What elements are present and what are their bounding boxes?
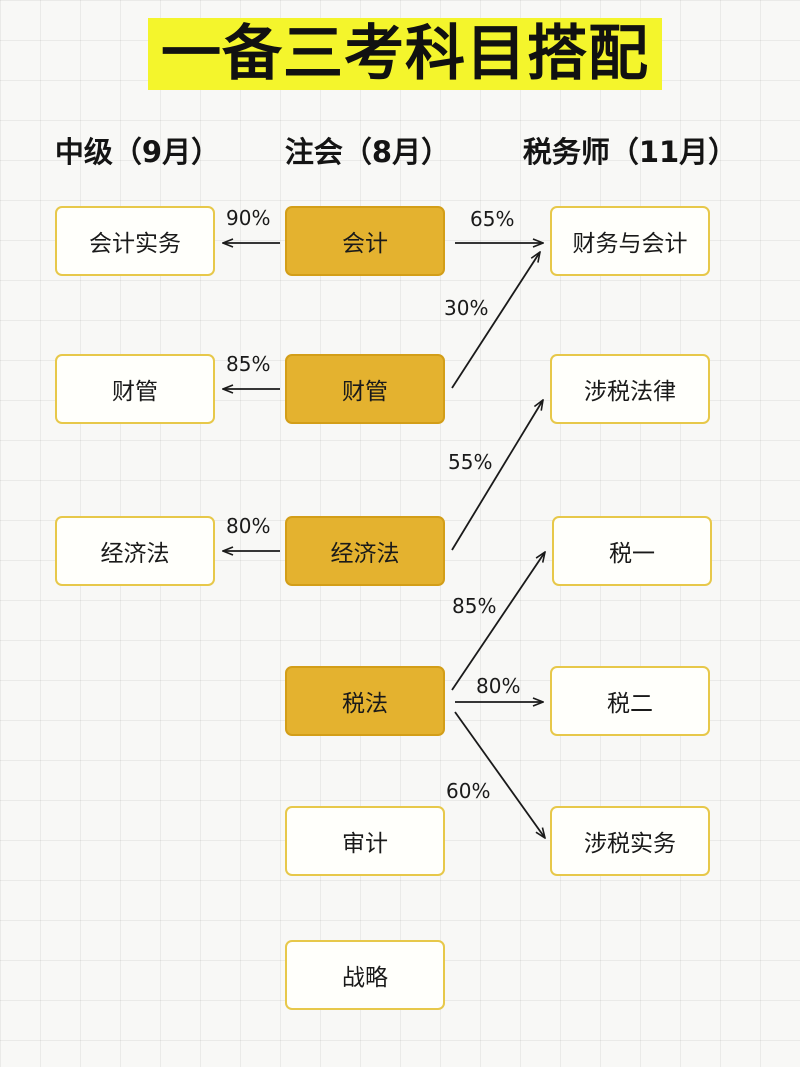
column-header-intermediate: 中级（9月）	[54, 135, 221, 169]
percent-label-caiguan-right: 30%	[444, 296, 489, 320]
left-box-jingjifa: 经济法	[55, 516, 215, 586]
percent-label-shuifa-shuiyi: 85%	[452, 594, 497, 618]
percent-label-shuifa-sheshuishiwu: 60%	[446, 779, 491, 803]
middle-box-zhanlue: 战略	[285, 940, 445, 1010]
arrow-shuifa-to-shuiyi	[451, 552, 545, 691]
middle-box-jingjifa: 经济法	[285, 516, 445, 586]
right-box-shuiyi: 税一	[552, 516, 712, 586]
middle-box-shuifa: 税法	[285, 666, 445, 736]
arrow-jingjifa-to-sheshuifalv	[451, 400, 543, 551]
middle-box-caiguan: 财管	[285, 354, 445, 424]
arrow-shuifa-to-sheshuishiwu	[454, 711, 545, 838]
right-box-caiwuyukuaiji: 财务与会计	[550, 206, 710, 276]
left-box-caiguan: 财管	[55, 354, 215, 424]
arrow-caiguan-to-caiwuyukuaiji	[451, 252, 540, 389]
right-box-sheshuifalv: 涉税法律	[550, 354, 710, 424]
percent-label-caiguan-left: 85%	[226, 352, 271, 376]
right-box-sheshuishiwu: 涉税实务	[550, 806, 710, 876]
percent-label-jingjifa-right: 55%	[448, 450, 493, 474]
column-header-tax-agent: 税务师（11月）	[522, 135, 738, 169]
percent-label-kuaiji-right: 65%	[470, 207, 515, 231]
left-box-kuaijishiwu: 会计实务	[55, 206, 215, 276]
right-box-shuier: 税二	[550, 666, 710, 736]
percent-label-jingjifa-left: 80%	[226, 514, 271, 538]
page-title: 一备三考科目搭配	[148, 18, 662, 90]
column-header-cpa: 注会（8月）	[284, 135, 451, 169]
middle-box-shenji: 审计	[285, 806, 445, 876]
middle-box-kuaiji: 会计	[285, 206, 445, 276]
percent-label-kuaiji-left: 90%	[226, 206, 271, 230]
percent-label-shuifa-shuier: 80%	[476, 674, 521, 698]
